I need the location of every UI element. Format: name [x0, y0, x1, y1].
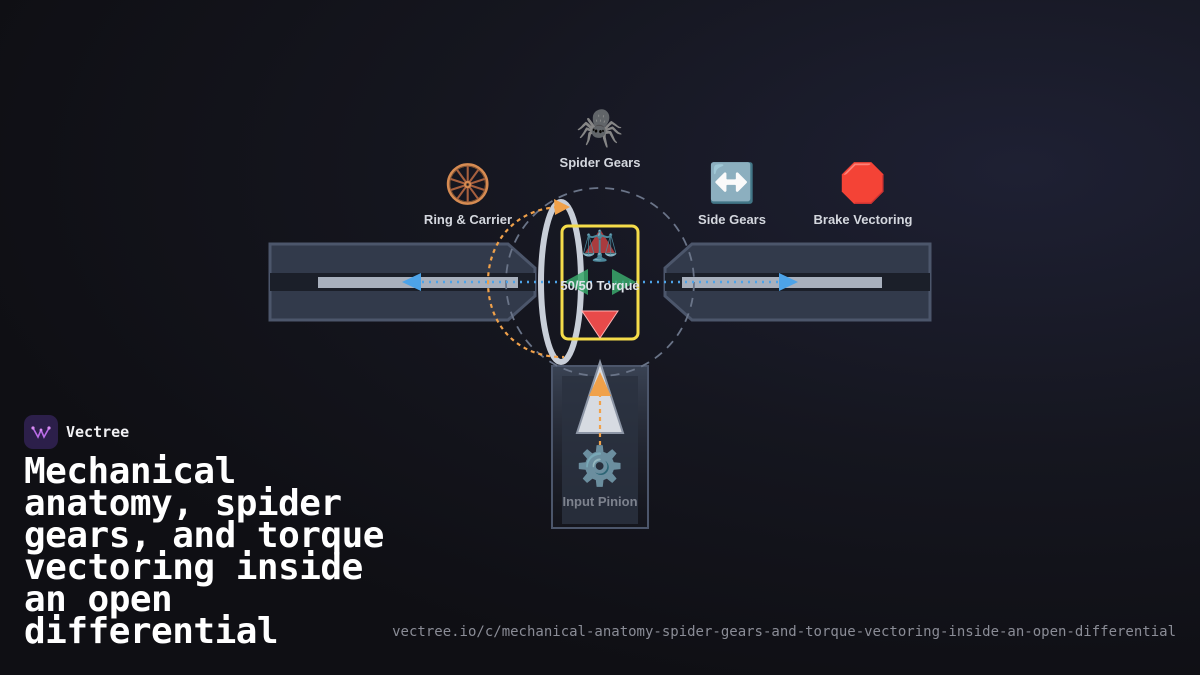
down-triangle — [581, 310, 619, 339]
flow-left-arrowhead — [402, 273, 421, 291]
rotation-path — [486, 205, 565, 359]
up-triangle — [585, 229, 615, 253]
brand: Vectree — [24, 415, 129, 449]
flow-right-arrowhead — [779, 273, 798, 291]
ring-carrier-label: Ring & Carrier — [423, 212, 513, 227]
input-pinion-label: Input Pinion — [562, 494, 638, 509]
source-url: vectree.io/c/mechanical-anatomy-spider-g… — [392, 624, 1176, 640]
torque-highlight-box — [560, 224, 640, 341]
page-title: Mechanical anatomy, spider gears, and to… — [24, 451, 384, 652]
wheel-icon: 🛞 — [444, 162, 492, 206]
axle-housing — [268, 242, 932, 322]
left-right-arrow-icon: ↔️ — [708, 161, 756, 205]
rotation-arrowhead — [554, 199, 570, 215]
balance-scale-icon: ⚖️ — [581, 229, 619, 264]
side-triangle-left — [564, 269, 588, 295]
spider-gears-label: Spider Gears — [559, 155, 641, 170]
side-triangle-right — [612, 269, 636, 295]
spider-icon: 🕷️ — [576, 105, 624, 149]
input-flow-arrowhead — [589, 372, 611, 396]
side-gears-label: Side Gears — [698, 212, 766, 227]
vectree-logo-icon — [24, 415, 58, 449]
gear-icon: ⚙️ — [576, 444, 624, 488]
brand-name: Vectree — [66, 423, 130, 441]
stop-sign-icon: 🛑 — [839, 161, 887, 205]
brake-vectoring-label: Brake Vectoring — [813, 212, 913, 227]
torque-split-label: 50/50 Torque — [560, 278, 640, 293]
